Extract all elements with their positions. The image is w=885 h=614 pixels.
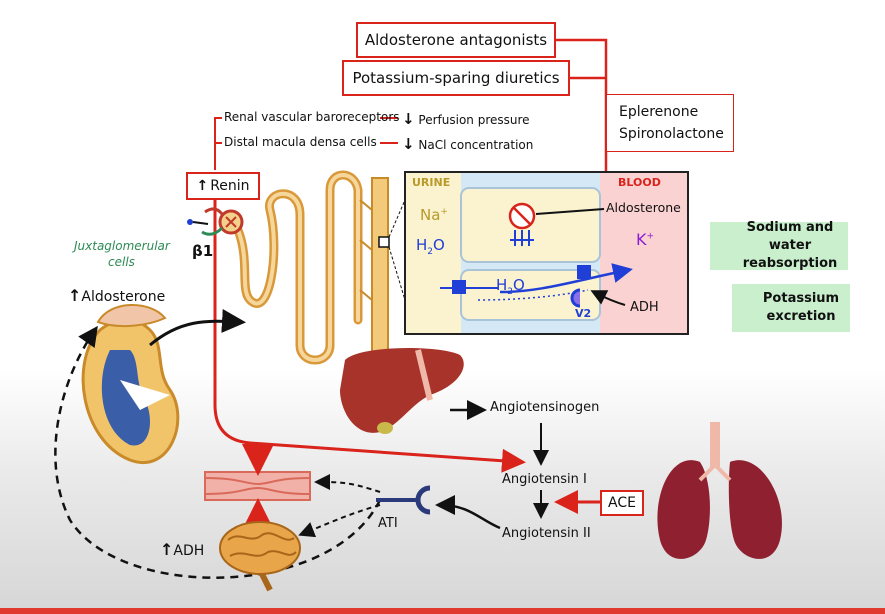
aldosterone-up-label: ↑Aldosterone: [68, 286, 166, 305]
blocked-receptor-icon: [508, 202, 536, 246]
at1-label: ATI: [378, 516, 398, 531]
kidney-illustration: [81, 304, 180, 464]
vessel-constriction-icon: [204, 444, 311, 530]
at1-receptor-icon: [376, 485, 431, 515]
trigger-bracket: [214, 117, 398, 170]
sodium-ion-label: Na+: [420, 206, 448, 224]
water-urine-label: H2O: [416, 236, 445, 257]
potassium-sparing-label: Potassium-sparing diuretics: [352, 69, 560, 87]
drug-eplerenone: Eplerenone: [619, 104, 699, 120]
potassium-ion-label: K+: [636, 230, 655, 249]
urine-label: URINE: [412, 176, 451, 189]
aldosterone-antagonists-box: Aldosterone antagonists: [356, 22, 556, 58]
v2-receptor-label: V2: [575, 307, 592, 320]
sodium-water-effect-box: Sodium and water reabsorption: [710, 220, 848, 271]
nephron-inner: [236, 173, 360, 362]
macula-densa-label: Distal macula densa cells: [224, 135, 377, 149]
angiotensinogen-label: Angiotensinogen: [490, 400, 600, 415]
adh-tubule-label: ADH: [630, 300, 659, 315]
beta1-label: β1: [192, 242, 214, 260]
water-transport-label: H2O: [496, 276, 525, 297]
drug-spironolactone: Spironolactone: [619, 126, 724, 142]
ace-label: ACE: [608, 495, 636, 511]
nacl-label: ↓ NaCl concentration: [402, 135, 534, 153]
blood-label: BLOOD: [618, 176, 661, 189]
tubule-cell-panel: [404, 171, 689, 335]
sodium-effect-line2: reabsorption: [742, 256, 838, 271]
angiotensin1-label: Angiotensin I: [502, 472, 587, 487]
potassium-effect-box: Potassium excretion: [732, 284, 850, 332]
potassium-effect-line1: Potassium: [762, 291, 840, 306]
adh-up-label: ↑ADH: [160, 540, 205, 559]
renin-to-angiotensin-line: [213, 198, 526, 473]
liver-illustration: [340, 348, 464, 434]
renin-label: Renin: [210, 178, 250, 194]
water-flow-arrow: [499, 263, 633, 294]
drug-names-box: Eplerenone Spironolactone: [606, 94, 734, 152]
baroreceptors-label: Renal vascular baroreceptors: [224, 110, 400, 124]
potassium-effect-line2: excretion: [766, 309, 836, 324]
bottom-progress-bar: [0, 608, 885, 614]
aldosterone-feedback-loop: [54, 325, 382, 579]
aldosterone-tubule-label: Aldosterone: [606, 200, 681, 215]
aldosterone-antagonists-label: Aldosterone antagonists: [364, 31, 548, 49]
juxtaglomerular-label: Juxtaglomerular cells: [74, 239, 170, 269]
sodium-effect-line1: Sodium and water: [746, 220, 834, 253]
brain-illustration: [219, 521, 301, 592]
ace-box: ACE: [600, 490, 644, 516]
lungs-illustration: [657, 422, 782, 559]
renin-box: ↑Renin: [186, 172, 260, 200]
angiotensin2-label: Angiotensin II: [502, 526, 591, 541]
perfusion-label: ↓ Perfusion pressure: [402, 110, 530, 128]
collecting-duct: [371, 177, 389, 364]
potassium-sparing-box: Potassium-sparing diuretics: [342, 60, 570, 96]
